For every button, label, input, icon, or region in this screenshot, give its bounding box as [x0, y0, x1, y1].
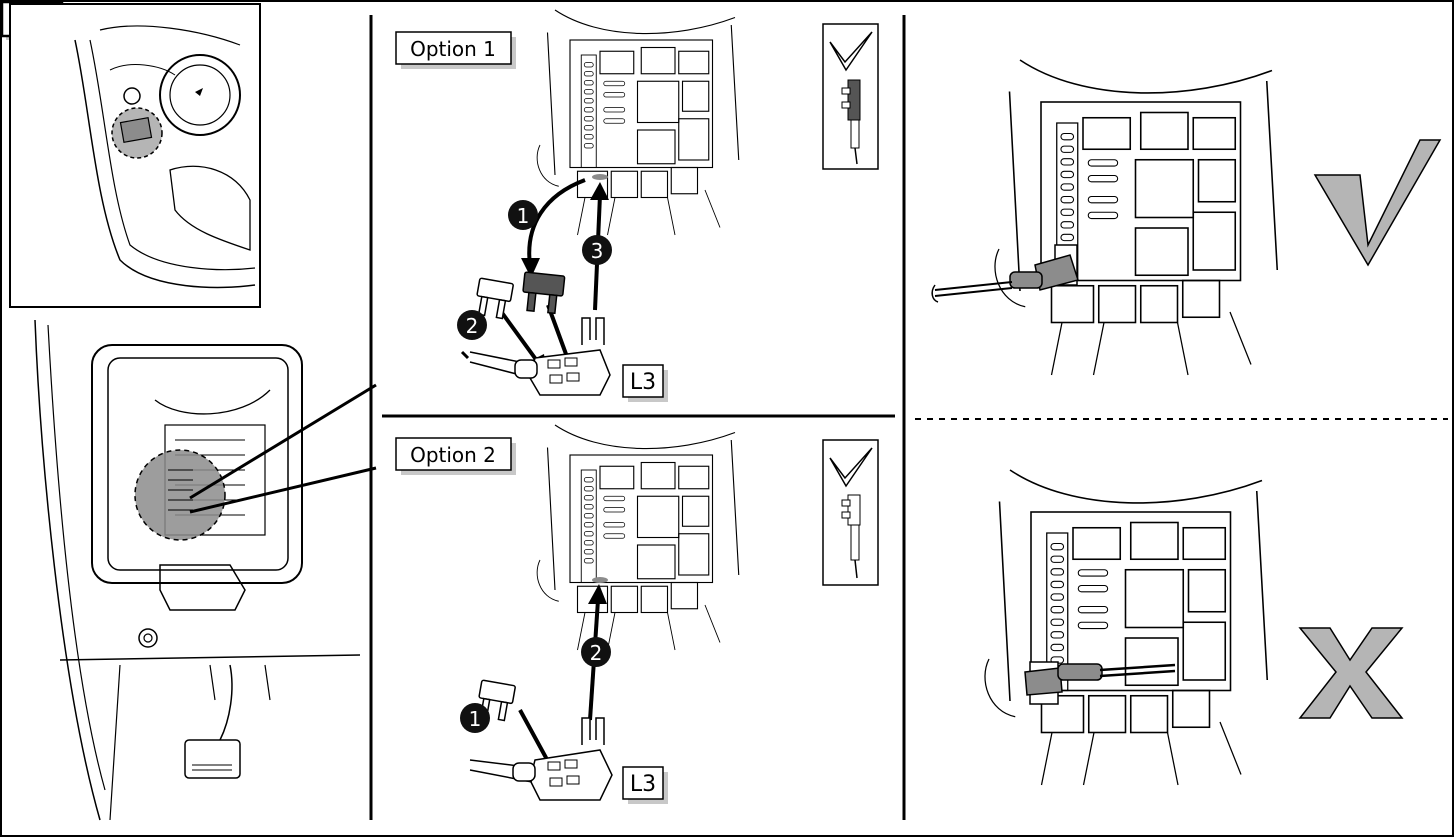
fuse-box-drawing — [537, 10, 739, 235]
svg-text:1: 1 — [517, 204, 530, 228]
fuse-box-drawing — [537, 425, 739, 650]
correct-orientation-panel — [932, 60, 1440, 375]
svg-text:2: 2 — [466, 314, 479, 338]
existing-fuse — [521, 272, 565, 314]
option-1-label: Option 1 — [410, 37, 496, 61]
fuse-box-drawing — [985, 470, 1267, 785]
fuse-box-drawing — [995, 60, 1277, 375]
svg-text:L3: L3 — [630, 370, 656, 395]
svg-text:2: 2 — [590, 641, 603, 665]
option-1-label-box: Option 1 — [396, 32, 516, 69]
step-marker-2: 2 — [457, 310, 487, 340]
fuse-tap-installed — [932, 245, 1078, 302]
orientation-inset — [823, 24, 878, 169]
svg-text:1: 1 — [469, 707, 482, 731]
car-interior-view — [10, 4, 260, 307]
orientation-inset — [823, 440, 878, 585]
incorrect-orientation-panel — [985, 470, 1402, 785]
option-2-label: Option 2 — [410, 443, 496, 467]
part-callout-l3: L3 — [623, 767, 668, 804]
step-marker-2: 2 — [581, 637, 611, 667]
step-marker-1: 1 — [460, 703, 490, 733]
step-marker-1: 1 — [508, 200, 538, 230]
fuse-tap-installed — [1025, 662, 1175, 704]
svg-text:3: 3 — [591, 239, 604, 263]
option-2-panel: Option 2 1 2 L3 — [396, 425, 878, 804]
part-callout-l3: L3 — [623, 365, 668, 402]
step-marker-3: 3 — [582, 235, 612, 265]
fuse-tap-adapter — [470, 718, 612, 800]
option-2-label-box: Option 2 — [396, 438, 516, 475]
large-cross-icon — [1300, 628, 1402, 718]
fuse-panel-location-view — [35, 320, 376, 820]
svg-text:L3: L3 — [630, 772, 656, 797]
large-check-mark-icon — [1315, 140, 1440, 265]
option-1-panel: Option 1 — [396, 10, 878, 402]
